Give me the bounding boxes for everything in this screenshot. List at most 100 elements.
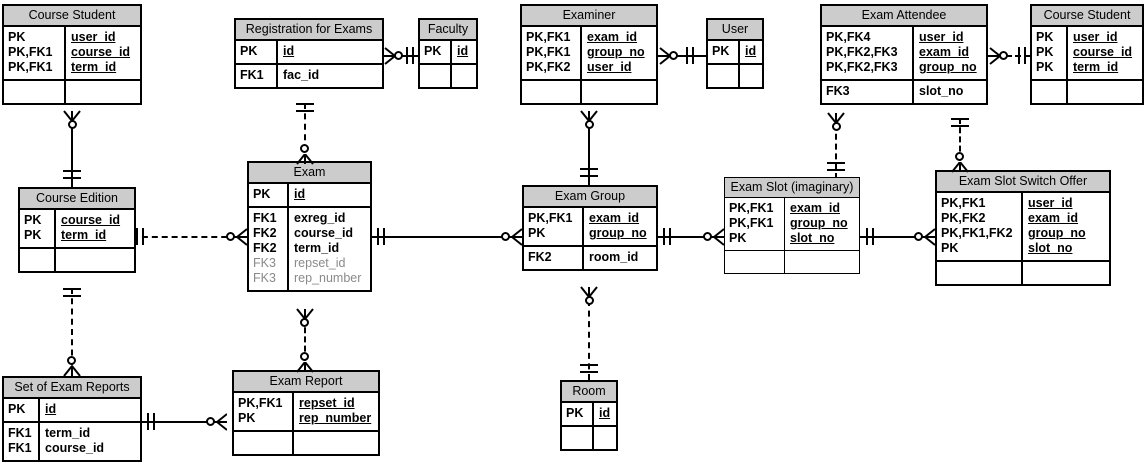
attribute-label: group_no <box>587 45 645 60</box>
entity-attribute-section: . . <box>234 430 378 455</box>
attribute-label: fac_id <box>283 68 320 83</box>
one-tick-coursestudent-right-b <box>1024 47 1026 64</box>
entity-title: Exam <box>249 163 370 185</box>
entity-registration-for-exams[interactable]: Registration for Exams PK id FK1 fac_id <box>234 18 384 90</box>
entity-exam-group[interactable]: Exam Group PK,FK1 PK exam_id group_no FK… <box>522 185 658 272</box>
key-label: PK,FK2 <box>941 211 986 226</box>
entity-attribute-section: . . <box>4 79 140 104</box>
one-tick-courseedition-bottom-a <box>63 288 81 290</box>
key-column: . <box>20 249 56 272</box>
entity-exam-slot[interactable]: Exam Slot (imaginary) PK,FK1 PK,FK1 PK e… <box>724 177 860 275</box>
attribute-label: id <box>45 402 57 417</box>
entity-course-student-left[interactable]: Course Student PK PK,FK1 PK,FK1 user_id … <box>2 4 142 106</box>
entity-faculty[interactable]: Faculty PK id . . <box>418 18 478 90</box>
crowfoot-examgroup-bottom <box>580 286 598 297</box>
key-column: . <box>937 262 1023 285</box>
entity-course-student-right[interactable]: Course Student PK PK PK user_id course_i… <box>1030 4 1144 106</box>
connector-registration-exam <box>304 103 306 161</box>
key-column: . <box>420 65 452 88</box>
optional-circle-examslot-left <box>703 232 712 241</box>
entity-key-section: PK id <box>4 399 140 422</box>
key-column: . <box>4 81 66 104</box>
attribute-label: user_id <box>1028 196 1073 211</box>
key-label: PK <box>253 187 271 202</box>
entity-title: Exam Slot Switch Offer <box>937 172 1109 194</box>
optional-circle-examreport-left <box>206 417 215 426</box>
one-tick-exam-right-b <box>383 228 385 245</box>
key-column: . <box>522 81 582 104</box>
attribute-label: user_id <box>71 30 116 45</box>
connector-setofexamreports-examreport <box>142 421 227 423</box>
key-label: PK,FK1 <box>729 201 774 216</box>
connector-courseedition-exam <box>132 236 247 238</box>
key-label: PK,FK1 <box>941 196 986 211</box>
entity-exam-report[interactable]: Exam Report PK,FK1 PK repset_id rep_numb… <box>232 370 380 457</box>
attribute-label: course_id <box>294 226 354 241</box>
connector-examgroup-examslot <box>658 236 724 238</box>
entity-exam[interactable]: Exam PK id FK1 FK2 FK2 FK3 FK3 exreg_id … <box>247 161 372 293</box>
entity-title: Faculty <box>420 20 476 42</box>
entity-user[interactable]: User PK id . . <box>706 18 764 90</box>
connector-examattendee-examslot <box>835 124 837 179</box>
entity-attribute-section: FK1 FK2 FK2 FK3 FK3 exreg_id course_id t… <box>249 206 370 291</box>
key-column: FK3 <box>822 81 914 104</box>
attribute-label: term_id <box>61 228 107 243</box>
one-tick-registration-bottom-a <box>296 103 314 105</box>
crowfoot-examgroup-left <box>511 228 522 246</box>
one-tick-courseedition-top-a <box>63 170 81 172</box>
attribute-label: slot_no <box>1028 241 1073 256</box>
entity-key-section: PK id <box>249 184 370 207</box>
optional-circle-setofexamreports-top <box>67 356 76 365</box>
one-tick-examgroup-top-a <box>580 168 598 170</box>
crowfoot-setofexamreports-top <box>63 366 81 377</box>
entity-title: Course Student <box>1032 6 1142 28</box>
entity-attribute-section: . . <box>562 425 616 450</box>
attribute-column: . <box>66 81 140 103</box>
optional-circle-examiner-bottom <box>585 120 594 129</box>
key-column: PK <box>708 41 740 64</box>
optional-circle-examattendee-coursestudent <box>999 51 1008 60</box>
attribute-label: group_no <box>589 226 647 241</box>
entity-attribute-section: . . <box>708 63 762 88</box>
entity-room[interactable]: Room PK id . . <box>560 380 618 452</box>
entity-attribute-section: FK1 fac_id <box>236 63 382 88</box>
connector-courseedition-setofexamreports <box>71 288 73 376</box>
key-label: PK <box>566 406 584 421</box>
key-column: PK PK <box>20 210 56 248</box>
entity-exam-attendee[interactable]: Exam Attendee PK,FK4 PK,FK2,FK3 PK,FK2,F… <box>820 4 988 106</box>
key-label: PK,FK1 <box>729 216 774 231</box>
entity-title: Room <box>562 382 616 404</box>
attribute-column: id <box>289 184 370 206</box>
optional-circle-switchoffer-top <box>955 152 964 161</box>
entity-examiner[interactable]: Examiner PK,FK1 PK,FK1 PK,FK2 exam_id gr… <box>520 4 658 106</box>
entity-key-section: PK,FK1 PK exam_id group_no <box>524 208 656 246</box>
attribute-label: term_id <box>1073 60 1119 75</box>
optional-circle-examgroup-bottom <box>585 296 594 305</box>
entity-set-of-exam-reports[interactable]: Set of Exam Reports PK id FK1 FK1 term_i… <box>2 376 142 463</box>
entity-exam-slot-switch-offer[interactable]: Exam Slot Switch Offer PK,FK1 PK,FK2 PK,… <box>935 170 1111 287</box>
optional-circle-examgroup-left <box>501 232 510 241</box>
attribute-column: . <box>740 65 762 87</box>
attribute-column: exam_id group_no slot_no <box>785 198 859 250</box>
attribute-label: id <box>283 44 295 59</box>
key-column: PK,FK1 PK,FK1 PK,FK2 <box>522 27 582 80</box>
entity-course-edition[interactable]: Course Edition PK PK course_id term_id .… <box>18 187 136 274</box>
attribute-label: term_id <box>71 60 117 75</box>
entity-attribute-section: . . <box>522 79 656 104</box>
connector-coursestudent-courseedition <box>71 112 73 187</box>
crowfoot-examiner-bottom <box>580 110 598 121</box>
key-label: PK <box>729 231 747 246</box>
connector-examattendee-switchoffer <box>959 118 961 170</box>
attribute-label: exam_id <box>1028 211 1079 226</box>
key-column: PK PK PK <box>1032 27 1068 80</box>
attribute-label: room_id <box>589 250 639 265</box>
attribute-label: user_id <box>919 30 964 45</box>
attribute-label: group_no <box>790 216 848 231</box>
attribute-label: course_id <box>61 213 121 228</box>
crowfoot-examattendee-coursestudent <box>989 47 1000 65</box>
one-tick-examslot-right-a <box>866 228 868 245</box>
attribute-column: id <box>594 403 616 425</box>
crowfoot-switchoffer-left <box>924 228 935 246</box>
attribute-column: user_id exam_id group_no slot_no <box>1023 193 1109 260</box>
key-label: PK <box>712 44 730 59</box>
